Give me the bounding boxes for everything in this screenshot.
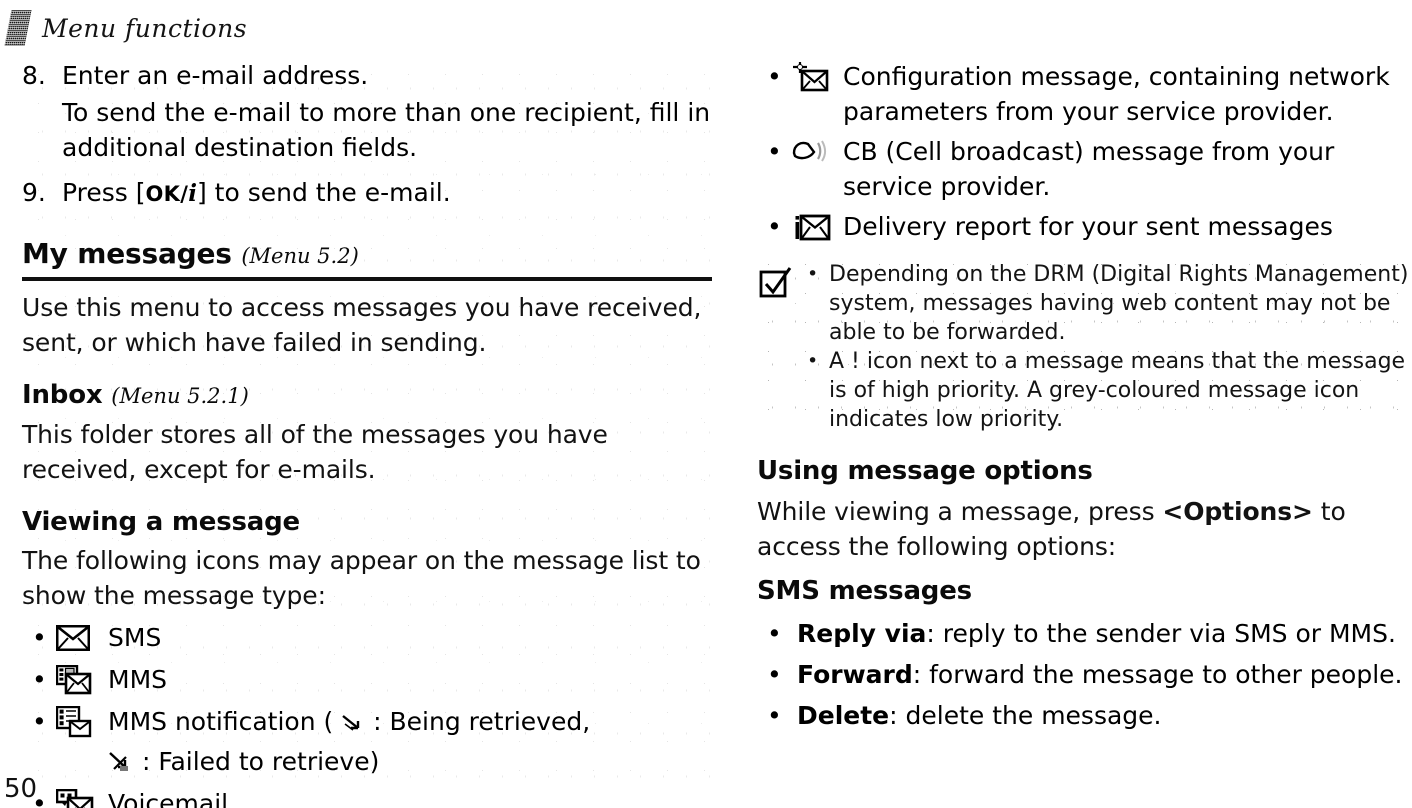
note-item: • Depending on the DRM (Digital Rights M… — [807, 260, 1412, 347]
note-item-text: A ! icon next to a message means that th… — [829, 349, 1406, 432]
bullet-dot: • — [32, 623, 47, 652]
options-intro-after: to access the following options: — [757, 497, 1346, 561]
option-desc: : delete the message. — [889, 701, 1162, 730]
sms-envelope-icon — [56, 619, 108, 657]
page-number: 50 — [4, 774, 38, 804]
left-column: 8. Enter an e-mail address. To send the … — [22, 58, 712, 808]
option-desc: : forward the message to other people. — [912, 660, 1403, 689]
option-item-forward: • Forward: forward the message to other … — [757, 657, 1412, 692]
list-item-label: MMS notification ( : Being retrieved, — [108, 703, 712, 739]
bullet-dot: • — [32, 665, 47, 694]
section-heading-my-messages: My messages (Menu 5.2) — [22, 236, 712, 274]
heading-using-message-options: Using message options — [757, 456, 1093, 486]
subsection-menu-ref: (Menu 5.2.1) — [111, 384, 249, 408]
bullet-dot: • — [767, 619, 782, 648]
bullet-dot: • — [767, 137, 782, 166]
options-intro: While viewing a message, press <Options>… — [757, 494, 1412, 564]
failed-to-retrieve-icon — [108, 748, 142, 776]
list-item-mms: • MMS — [22, 661, 712, 699]
bullet-dot: • — [32, 707, 47, 736]
step-text: Enter an e-mail address. — [62, 61, 369, 90]
subsection-heading-inbox: Inbox (Menu 5.2.1) — [22, 378, 712, 413]
subsection-body: This folder stores all of the messages y… — [22, 420, 608, 484]
voicemail-envelope-icon — [56, 785, 108, 808]
bullet-dot: • — [767, 62, 782, 91]
bullet-dot: • — [767, 701, 782, 730]
right-column: • Configuration message, containing netw… — [757, 58, 1412, 739]
section-body: Use this menu to access messages you hav… — [22, 293, 702, 357]
section-divider — [22, 277, 712, 281]
heading-viewing-a-message: Viewing a message — [22, 507, 300, 537]
step-text: Press [OK/i] to send the e-mail. — [62, 175, 712, 212]
mms-notification-icon — [56, 703, 108, 741]
option-item-reply-via: • Reply via: reply to the sender via SMS… — [757, 616, 1412, 651]
list-item-sms: • SMS — [22, 619, 712, 657]
key-separator: / — [180, 182, 189, 206]
configuration-message-envelope-icon — [791, 58, 843, 96]
info-key-glyph: i — [188, 180, 197, 207]
step-8-continuation: To send the e-mail to more than one reci… — [62, 98, 711, 162]
checkbox-checked-icon — [759, 260, 807, 300]
ok-key-label: OK — [145, 182, 181, 206]
note-box: • Depending on the DRM (Digital Rights M… — [757, 260, 1412, 434]
being-retrieved-icon — [341, 713, 365, 733]
list-item-cell-broadcast: • CB (Cell broadcast) message from your … — [757, 133, 1412, 204]
viewing-intro: The following icons may appear on the me… — [22, 546, 701, 610]
bullet-dot: • — [807, 350, 819, 372]
being-retrieved-label: : Being retrieved, — [373, 707, 591, 736]
list-item-mms-notification: • MMS notification ( — [22, 703, 712, 741]
option-item-delete: • Delete: delete the message. — [757, 698, 1412, 733]
bullet-dot: • — [767, 660, 782, 689]
step-9: 9. Press [OK/i] to send the e-mail. — [22, 175, 712, 212]
options-softkey-label: <Options> — [1162, 497, 1313, 526]
list-item-voicemail: • Voicemail — [22, 785, 712, 808]
list-item-configuration-message: • Configuration message, containing netw… — [757, 58, 1412, 129]
options-intro-before: While viewing a message, press — [757, 497, 1163, 526]
list-item-label: Delivery report for your sent messages — [843, 212, 1333, 241]
mms-notification-text: MMS notification ( — [108, 707, 334, 736]
option-term: Reply via — [797, 619, 927, 648]
note-body: • Depending on the DRM (Digital Rights M… — [807, 260, 1412, 434]
step-9-suffix: ] to send the e-mail. — [196, 178, 451, 207]
bullet-dot: • — [807, 263, 819, 285]
mms-notification-subline: : Failed to retrieve) — [108, 745, 712, 779]
bullet-dot: • — [767, 212, 782, 241]
list-item-label: Configuration message, containing networ… — [843, 62, 1390, 126]
header-title: Menu functions — [42, 14, 248, 43]
cell-broadcast-icon — [791, 133, 843, 171]
note-item-text: Depending on the DRM (Digital Rights Man… — [829, 262, 1409, 345]
option-item-label: Reply via: reply to the sender via SMS o… — [797, 616, 1412, 651]
bullet-dot: • — [32, 789, 47, 808]
list-item-label: SMS — [108, 623, 162, 652]
list-item-delivery-report: • Delivery report for your sent messages — [757, 208, 1412, 246]
list-item-label: MMS — [108, 665, 168, 694]
option-term: Delete — [797, 701, 890, 730]
list-item-label: CB (Cell broadcast) message from your se… — [843, 137, 1335, 201]
step-8: 8. Enter an e-mail address. — [22, 58, 712, 93]
option-desc: : reply to the sender via SMS or MMS. — [926, 619, 1396, 648]
heading-sms-messages: SMS messages — [757, 576, 972, 606]
step-number: 8. — [22, 61, 46, 90]
option-item-label: Delete: delete the message. — [797, 698, 1412, 733]
failed-to-retrieve-label: : Failed to retrieve) — [142, 747, 380, 776]
option-term: Forward — [797, 660, 913, 689]
option-item-label: Forward: forward the message to other pe… — [797, 657, 1412, 692]
step-9-prefix: Press [ — [62, 178, 146, 207]
note-item: • A ! icon next to a message means that … — [807, 347, 1412, 434]
mms-envelope-icon — [56, 661, 108, 699]
black-slanted-bar-icon — [4, 10, 32, 46]
subsection-title: Inbox — [22, 380, 103, 410]
section-title: My messages — [22, 237, 232, 270]
delivery-report-envelope-icon — [791, 208, 843, 246]
step-number: 9. — [22, 178, 46, 207]
list-item-label: Voicemail — [108, 789, 229, 808]
section-menu-ref: (Menu 5.2) — [241, 244, 359, 268]
